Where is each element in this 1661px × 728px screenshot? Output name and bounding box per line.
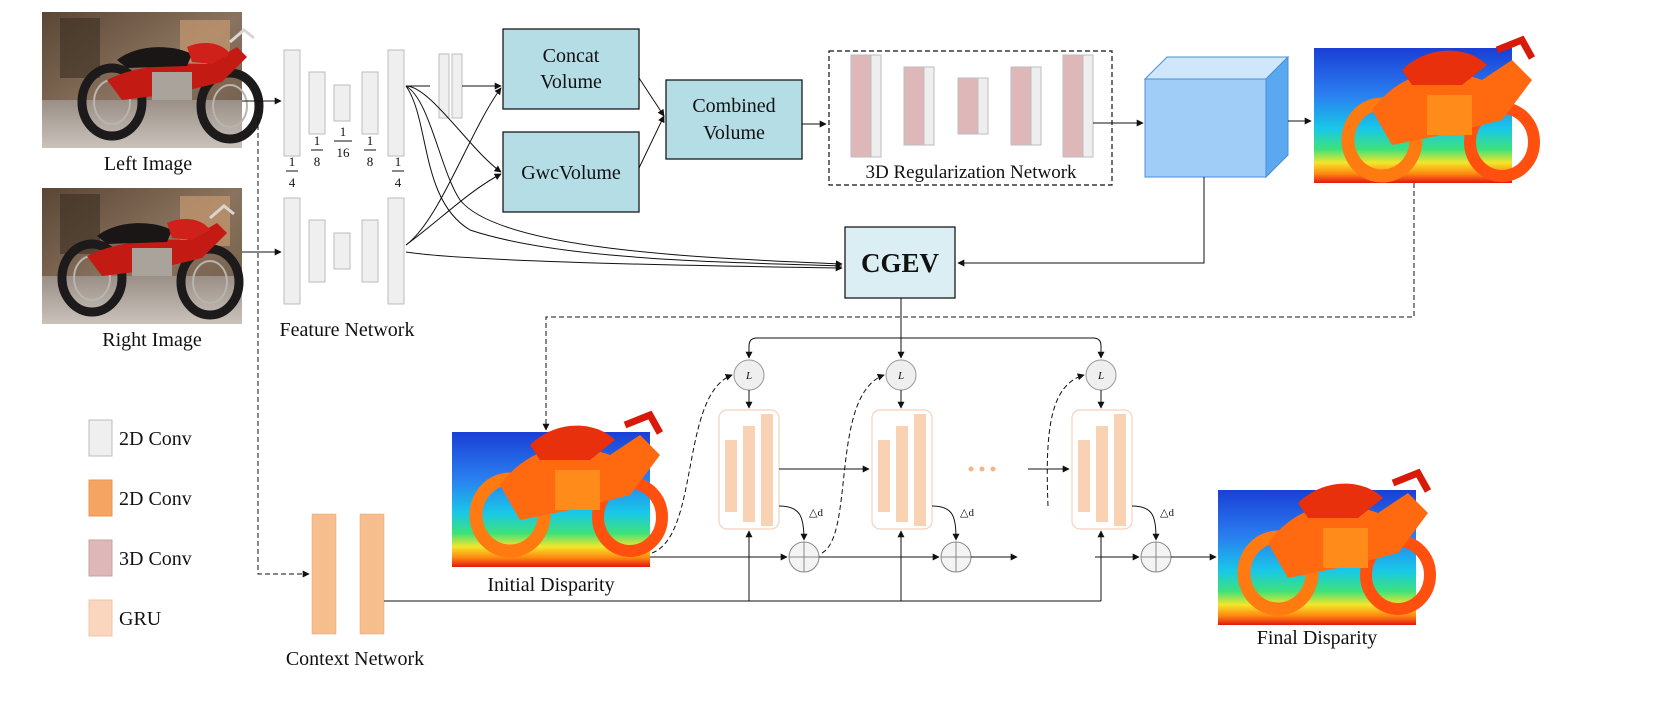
svg-text:1: 1 — [367, 133, 374, 148]
combined-volume-box: Combined Volume — [665, 79, 803, 160]
gwc-volume-box: GwcVolume — [502, 131, 640, 213]
svg-text:Volume: Volume — [540, 71, 602, 93]
right-image — [42, 188, 242, 324]
svg-text:2D Conv: 2D Conv — [119, 488, 192, 510]
svg-text:3D Conv: 3D Conv — [119, 548, 192, 570]
left-image — [42, 12, 259, 148]
continuation-dots — [968, 466, 996, 472]
svg-text:4: 4 — [395, 175, 402, 190]
svg-text:8: 8 — [367, 154, 374, 169]
cost-volume-cube — [1143, 55, 1290, 179]
context-network-label: Context Network — [286, 648, 424, 670]
lookup-node-2: L — [885, 359, 917, 391]
add-node-2 — [940, 541, 972, 573]
svg-text:2D Conv: 2D Conv — [119, 428, 192, 450]
legend-item-2d-conv-context: 2D Conv — [88, 479, 192, 517]
feature-network-label: Feature Network — [280, 319, 415, 341]
svg-text:16: 16 — [337, 145, 351, 160]
svg-text:8: 8 — [314, 154, 321, 169]
scale-fraction-2: 1 8 — [311, 133, 323, 169]
initial-disparity-map — [452, 415, 662, 567]
svg-text:GwcVolume: GwcVolume — [521, 162, 621, 184]
coarse-disparity-map — [1314, 40, 1534, 183]
final-disparity-map — [1218, 473, 1430, 625]
initial-disparity-label: Initial Disparity — [487, 574, 614, 596]
delta-label-1: △d — [809, 507, 823, 519]
right-image-label: Right Image — [102, 329, 202, 351]
regularization-network: 3D Regularization Network — [828, 50, 1113, 186]
svg-text:1: 1 — [314, 133, 321, 148]
gru-block-3 — [1071, 409, 1133, 530]
scale-fraction-1: 1 4 — [286, 154, 298, 190]
concat-volume-box: Concat Volume — [502, 28, 640, 110]
feature-network-bottom — [283, 197, 405, 305]
final-disparity-label: Final Disparity — [1257, 627, 1378, 649]
legend-item-2d-conv-feature: 2D Conv — [88, 419, 192, 457]
gru-block-1 — [718, 409, 780, 530]
svg-text:1: 1 — [395, 154, 402, 169]
svg-text:L: L — [897, 370, 904, 382]
svg-text:4: 4 — [289, 175, 296, 190]
svg-text:GRU: GRU — [119, 608, 162, 630]
legend-item-gru: GRU — [88, 599, 162, 637]
legend: 2D Conv 2D Conv 3D Conv GRU — [88, 419, 192, 637]
delta-label-2: △d — [960, 507, 974, 519]
delta-label-3: △d — [1160, 507, 1174, 519]
svg-text:Combined: Combined — [692, 95, 775, 117]
svg-text:CGEV: CGEV — [861, 248, 940, 278]
left-image-label: Left Image — [104, 153, 192, 175]
lookup-node-3: L — [1085, 359, 1117, 391]
svg-text:Volume: Volume — [703, 122, 765, 144]
cgev-box: CGEV — [844, 226, 956, 299]
svg-text:L: L — [745, 370, 752, 382]
gru-block-2 — [871, 409, 933, 530]
svg-text:1: 1 — [289, 154, 296, 169]
connections — [242, 77, 1415, 602]
scale-fraction-3: 1 16 — [334, 124, 352, 160]
svg-text:L: L — [1097, 370, 1104, 382]
lookup-node-1: L — [733, 359, 765, 391]
add-node-3 — [1140, 541, 1172, 573]
feature-network-top — [283, 49, 463, 157]
svg-text:1: 1 — [340, 124, 347, 139]
legend-item-3d-conv: 3D Conv — [88, 539, 192, 577]
svg-text:Concat: Concat — [543, 45, 600, 67]
add-node-1 — [788, 541, 820, 573]
scale-fraction-5: 1 4 — [392, 154, 404, 190]
scale-fraction-4: 1 8 — [364, 133, 376, 169]
regularization-label: 3D Regularization Network — [865, 162, 1077, 183]
context-network-blocks — [311, 513, 385, 635]
